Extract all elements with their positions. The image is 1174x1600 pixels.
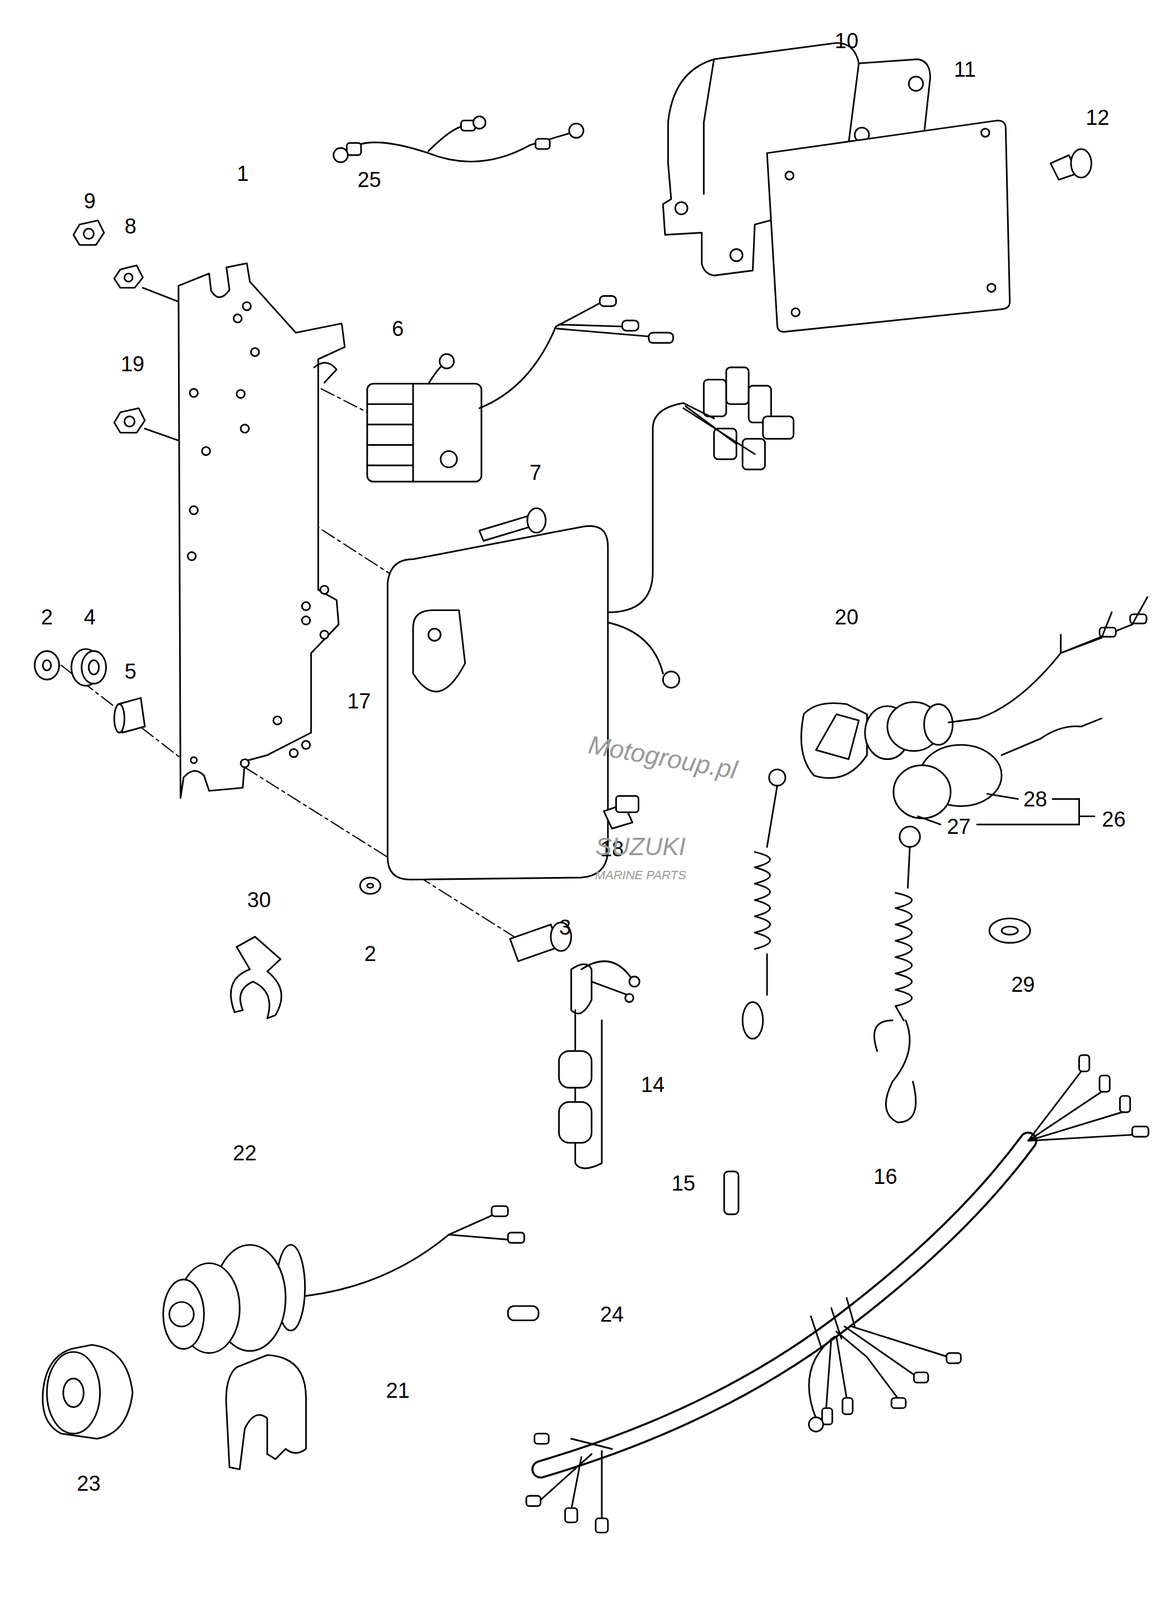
callout-number: 5 bbox=[122, 659, 139, 684]
callout-number: 2 bbox=[38, 605, 55, 629]
callout-number: 23 bbox=[74, 1471, 103, 1495]
callout-number: 26 bbox=[1099, 807, 1128, 831]
watermark: MARINE PARTS bbox=[595, 868, 687, 882]
callout-number: 27 bbox=[944, 814, 973, 839]
callout-number: 25 bbox=[354, 167, 383, 192]
callout-number: 30 bbox=[245, 887, 274, 912]
callout-number: 17 bbox=[344, 689, 373, 713]
callout-number: 19 bbox=[118, 352, 147, 376]
callout-number: 21 bbox=[383, 1378, 412, 1402]
callout-number: 3 bbox=[557, 915, 574, 939]
callout-number: 7 bbox=[527, 460, 544, 485]
callout-number: 11 bbox=[951, 57, 979, 82]
callout-number: 16 bbox=[871, 1164, 900, 1188]
callout-number: 4 bbox=[81, 605, 98, 629]
callout-number: 8 bbox=[122, 214, 139, 238]
callout-number: 2 bbox=[362, 941, 379, 966]
watermark: Motogroup.pl bbox=[586, 731, 739, 783]
callout-number: 28 bbox=[1021, 787, 1050, 811]
callout-number: 20 bbox=[832, 605, 861, 629]
callout-number: 29 bbox=[1008, 972, 1037, 996]
watermark: SUZUKI bbox=[595, 834, 686, 859]
callout-number: 9 bbox=[81, 189, 98, 213]
callout-number: 15 bbox=[669, 1171, 698, 1195]
callout-number: 1 bbox=[234, 161, 251, 186]
callout-number: 10 bbox=[832, 29, 861, 53]
callout-number: 6 bbox=[389, 316, 406, 341]
callout-number: 12 bbox=[1083, 105, 1112, 130]
callout-number: 22 bbox=[230, 1140, 259, 1165]
callout-number: 24 bbox=[597, 1302, 626, 1326]
callout-number: 14 bbox=[638, 1072, 667, 1097]
